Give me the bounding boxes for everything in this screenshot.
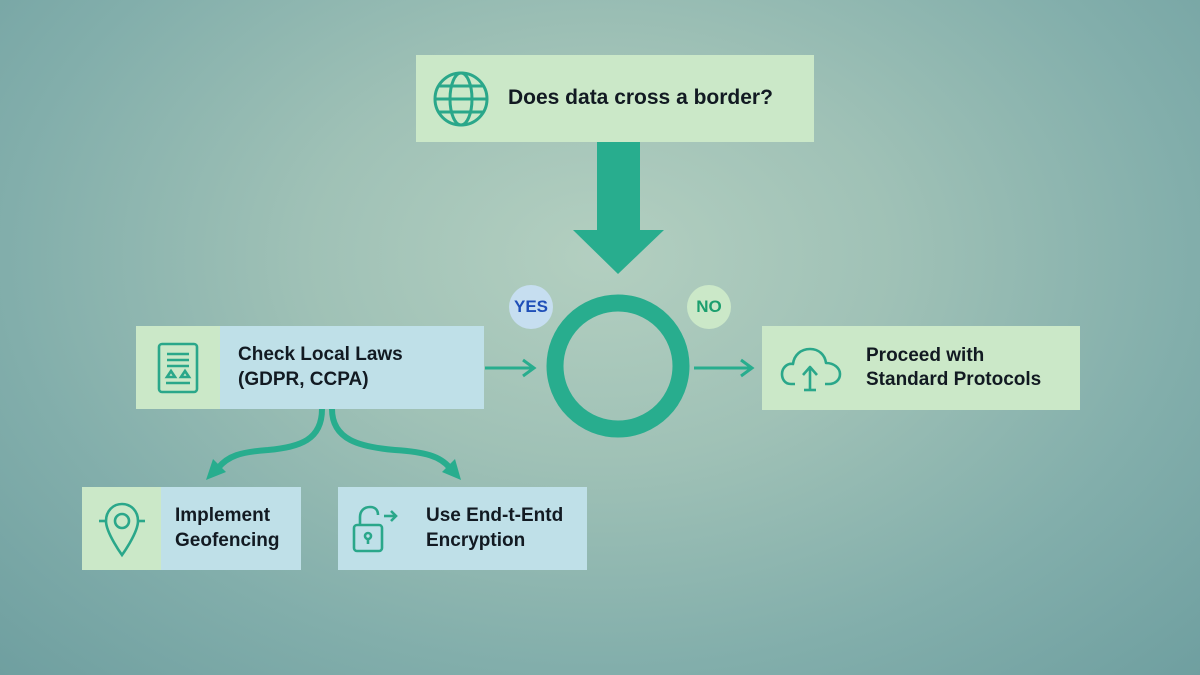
encryption-text: Use End-t-Entd Encryption bbox=[426, 505, 564, 551]
question-text: Does data cross a border? bbox=[508, 86, 773, 110]
branch-arrowhead-right bbox=[442, 459, 461, 480]
no-connector bbox=[694, 358, 755, 378]
proceed-text: Proceed with Standard Protocols bbox=[866, 344, 1042, 390]
globe-icon bbox=[416, 55, 506, 142]
down-arrow bbox=[573, 142, 664, 274]
map-pin-icon bbox=[82, 487, 161, 570]
branch-connectors bbox=[215, 406, 453, 471]
check-local-laws-node: Check Local Laws (GDPR, CCPA) bbox=[136, 326, 484, 409]
law-document-icon bbox=[136, 326, 220, 409]
question-node: Does data cross a border? bbox=[416, 55, 814, 142]
geofencing-text: Implement Geofencing bbox=[175, 505, 280, 551]
yes-connector bbox=[485, 358, 537, 378]
yes-badge: YES bbox=[509, 285, 553, 329]
cloud-upload-icon bbox=[762, 326, 860, 410]
proceed-node: Proceed with Standard Protocols bbox=[762, 326, 1080, 410]
check-local-laws-text: Check Local Laws (GDPR, CCPA) bbox=[238, 344, 403, 390]
no-badge: NO bbox=[687, 285, 731, 329]
geofencing-node: Implement Geofencing bbox=[82, 487, 301, 570]
encryption-node: Use End-t-Entd Encryption bbox=[338, 487, 587, 570]
decision-node bbox=[546, 294, 690, 438]
unlock-icon bbox=[338, 487, 412, 570]
branch-arrowhead-left bbox=[206, 459, 226, 480]
